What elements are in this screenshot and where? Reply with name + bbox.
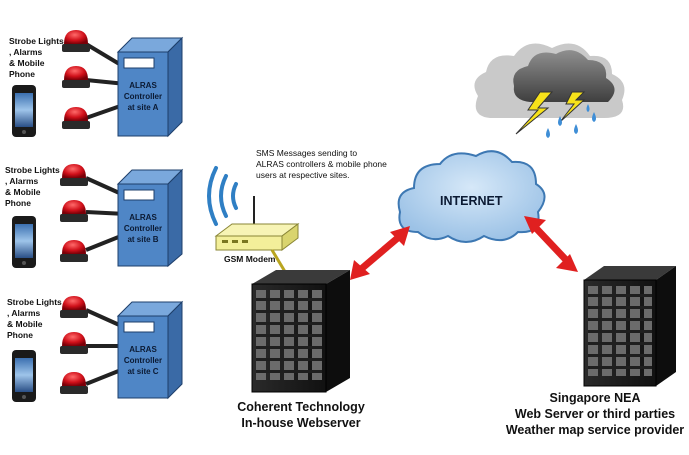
strobe-light-icon [60,372,88,394]
nea-label: Singapore NEA Web Server or third partie… [505,391,685,437]
left-double-arrow [350,226,410,280]
sms-description: SMS Messages sending to ALRAS controller… [256,148,387,180]
site-b-devices-label: Strobe Lights , Alarms & Mobile Phone [5,165,60,208]
site-a [12,30,184,138]
right-double-arrow [524,216,578,272]
controller-box [116,168,184,268]
strobe-light-icon [62,30,90,52]
mobile-phone-icon [12,85,36,137]
site-a-controller-label: ALRAS Controller at site A [123,81,163,112]
internet-label: INTERNET [440,194,503,208]
site-a-devices-label: Strobe Lights , Alarms & Mobile Phone [9,36,64,79]
site-b [12,164,184,268]
controller-box [116,300,184,400]
strobe-light-icon [60,200,88,222]
site-b-controller-label: ALRAS Controller at site B [123,213,163,244]
internet-cloud-icon [397,150,546,243]
storm-cloud-icon [474,43,625,138]
site-c [12,296,184,402]
strobe-light-icon [62,66,90,88]
strobe-light-icon [60,240,88,262]
webserver-label: Coherent Technology In-house Webserver [237,400,365,430]
site-c-controller-label: ALRAS Controller at site C [123,345,163,376]
wireless-signal-icon [207,166,238,226]
nea-server-rack-icon [583,266,676,387]
mobile-phone-icon [12,216,36,268]
site-c-devices-label: Strobe Lights , Alarms & Mobile Phone [7,297,62,340]
strobe-light-icon [60,164,88,186]
strobe-light-icon [62,107,90,129]
strobe-light-icon [60,296,88,318]
strobe-light-icon [60,332,88,354]
mobile-phone-icon [12,350,36,402]
webserver-rack-icon [251,270,350,393]
controller-box [116,36,184,138]
gsm-modem-label: GSM Modem [224,254,276,264]
